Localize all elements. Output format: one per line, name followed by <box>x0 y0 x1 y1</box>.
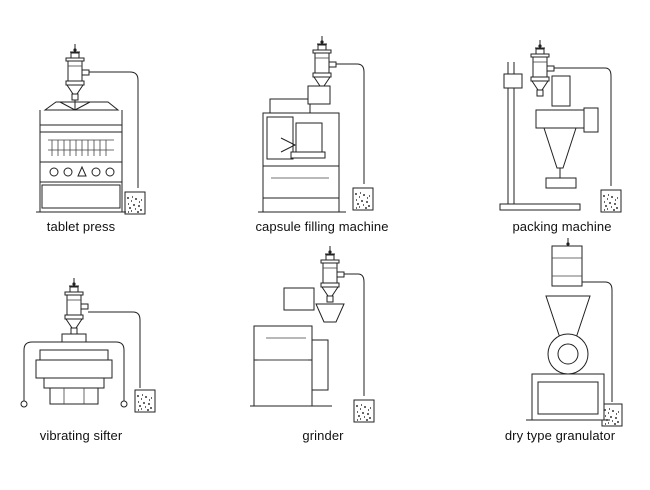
label-dry-type-granulator: dry type granulator <box>504 428 616 443</box>
packing-machine-illustration <box>499 39 622 213</box>
grinder-illustration <box>250 245 375 423</box>
dry-type-granulator-illustration <box>526 238 623 427</box>
label-capsule-filling-machine: capsule filling machine <box>255 219 389 234</box>
label-vibrating-sifter: vibrating sifter <box>39 428 123 443</box>
vibrating-sifter-illustration <box>20 277 156 413</box>
label-tablet-press: tablet press <box>46 219 116 234</box>
tablet-press-illustration <box>36 43 146 215</box>
capsule-filling-machine-illustration <box>258 35 374 213</box>
label-packing-machine: packing machine <box>512 219 612 234</box>
label-grinder: grinder <box>302 428 344 443</box>
